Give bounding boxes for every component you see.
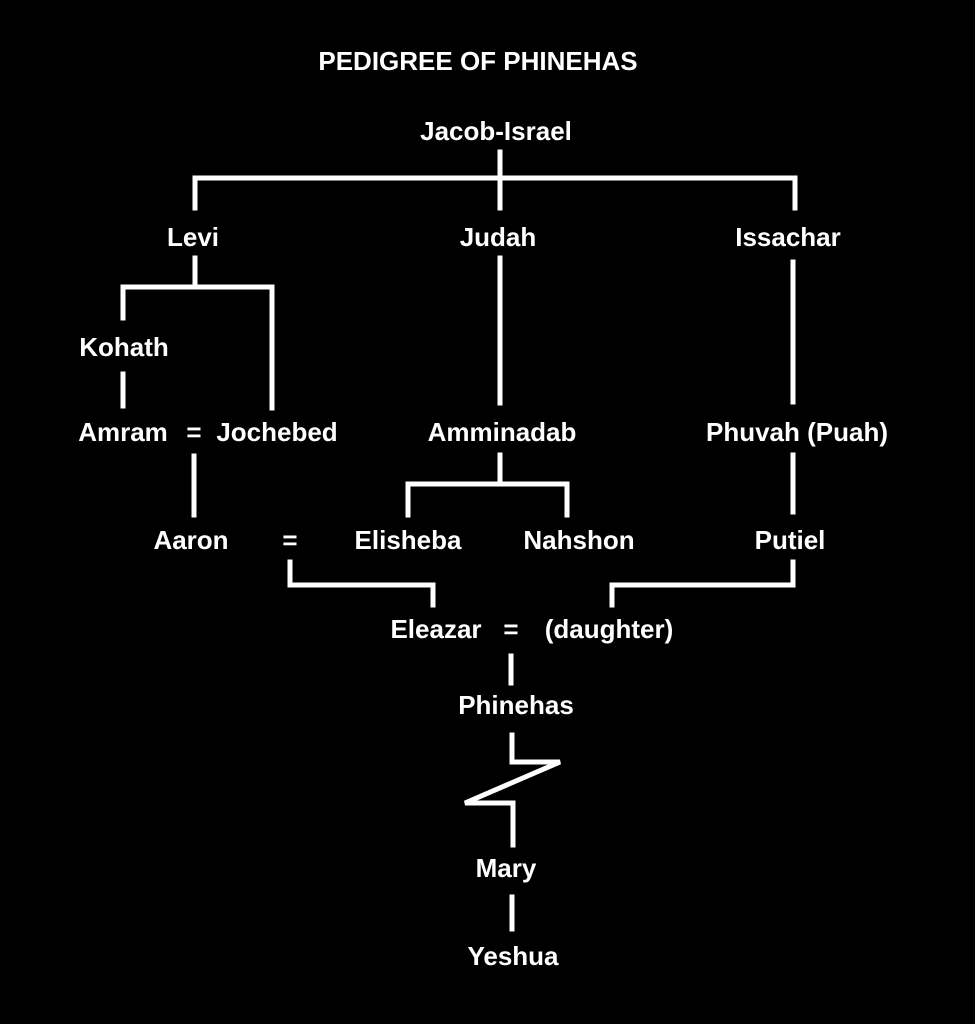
person-elisheba: Elisheba xyxy=(354,525,462,555)
line-phinehas-mary-zigzag xyxy=(464,732,561,848)
person-jochebed: Jochebed xyxy=(216,417,338,447)
person-amram: Amram xyxy=(78,417,168,447)
marriage-symbol-aaron-elisheba: = xyxy=(282,525,298,555)
person-putiel: Putiel xyxy=(754,525,826,555)
person-mary: Mary xyxy=(475,853,537,883)
person-nahshon: Nahshon xyxy=(523,525,635,555)
line-levi-children xyxy=(120,255,275,411)
person-phuvah: Phuvah (Puah) xyxy=(705,417,889,447)
person-yeshua: Yeshua xyxy=(467,941,559,971)
person-kohath: Kohath xyxy=(79,332,169,362)
person-jacob-israel: Jacob-Israel xyxy=(420,116,572,146)
person-levi: Levi xyxy=(166,222,220,252)
marriage-symbol-amram-jochebed: = xyxy=(186,417,202,447)
page-title: PEDIGREE OF PHINEHAS xyxy=(318,46,638,76)
person-amminadab: Amminadab xyxy=(427,417,577,447)
person-issachar: Issachar xyxy=(735,222,841,252)
person-daughter-of-putiel: (daughter) xyxy=(544,614,674,644)
person-phinehas: Phinehas xyxy=(458,690,574,720)
line-jacob-sons xyxy=(192,149,798,211)
person-judah: Judah xyxy=(459,222,537,252)
line-putiel-daughter xyxy=(609,559,796,608)
line-amminadab-children xyxy=(405,452,570,518)
person-aaron: Aaron xyxy=(153,525,229,555)
marriage-symbol-eleazar-daughter: = xyxy=(503,614,519,644)
person-eleazar: Eleazar xyxy=(390,614,482,644)
line-aaron-eleazar xyxy=(287,559,436,608)
